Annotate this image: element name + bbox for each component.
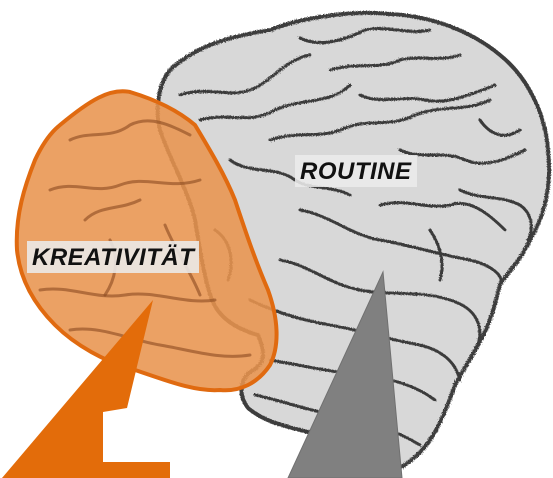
kreativitaet-label: KREATIVITÄT — [27, 241, 199, 273]
routine-label: ROUTINE — [295, 155, 417, 187]
